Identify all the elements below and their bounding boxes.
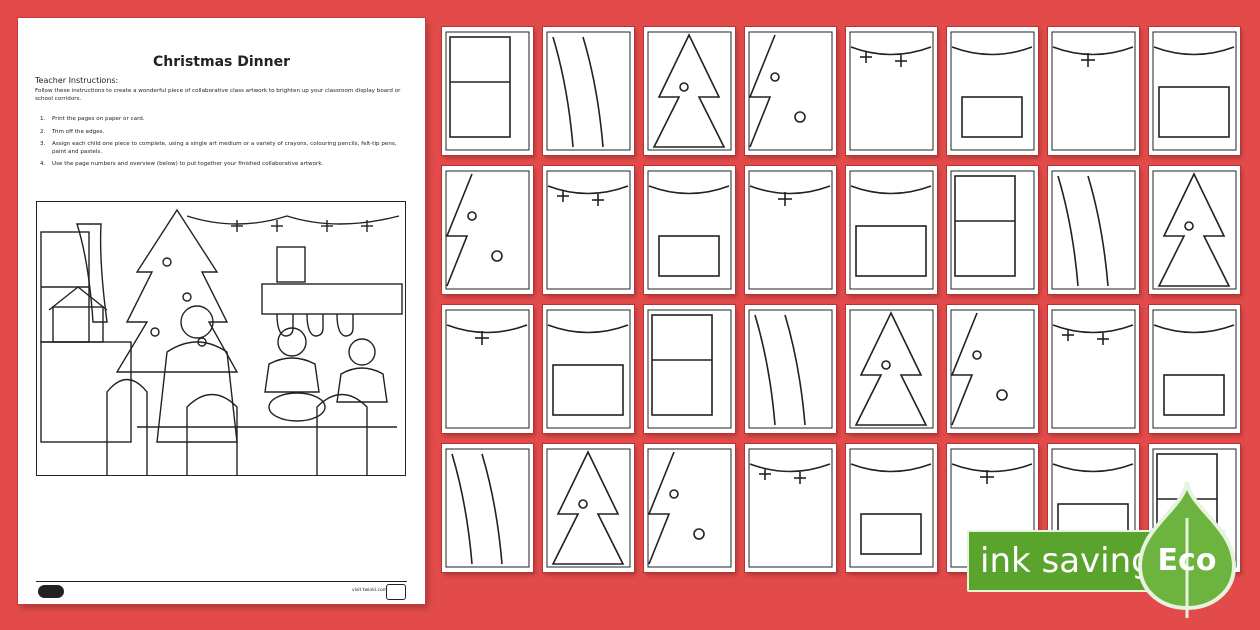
puzzle-tile (846, 166, 937, 294)
puzzle-tile (442, 444, 533, 572)
instruction-steps: 1.Print the pages on paper or card. 2.Tr… (40, 116, 400, 174)
eco-label: Eco (1157, 543, 1217, 578)
puzzle-tile (543, 305, 634, 433)
sheet-intro: Follow these instructions to create a wo… (35, 88, 401, 102)
puzzle-tile (543, 444, 634, 572)
ink-saving-label: ink saving (980, 541, 1153, 581)
puzzle-tile (442, 166, 533, 294)
sheet-title: Christmas Dinner (153, 54, 290, 70)
instruction-sheet: Christmas Dinner Teacher Instructions: F… (18, 18, 425, 604)
snowflake-icon (231, 220, 243, 232)
footer-url: visit twinkl.com (352, 588, 388, 593)
twinkl-logo (38, 585, 64, 598)
puzzle-tile (442, 305, 533, 433)
puzzle-tile (644, 305, 735, 433)
puzzle-tile (442, 27, 533, 155)
puzzle-tile (1149, 27, 1240, 155)
instruction-step: 4.Use the page numbers and overview (bel… (40, 161, 324, 167)
puzzle-tile (745, 166, 836, 294)
puzzle-tile (1149, 166, 1240, 294)
sheet-subtitle: Teacher Instructions: (35, 76, 119, 85)
puzzle-tile (1048, 166, 1139, 294)
instruction-step: 1.Print the pages on paper or card. (40, 116, 145, 122)
puzzle-tile (644, 444, 735, 572)
puzzle-tile (1149, 305, 1240, 433)
tile-grid (442, 27, 1246, 573)
footer-divider (36, 581, 407, 582)
instruction-step: 3.Assign each child one piece to complet… (40, 141, 397, 155)
puzzle-tile (1048, 27, 1139, 155)
instruction-step: 2.Trim off the edges. (40, 128, 105, 135)
puzzle-tile (644, 166, 735, 294)
puzzle-tile (543, 166, 634, 294)
puzzle-tile (745, 305, 836, 433)
overview-illustration (36, 201, 406, 476)
leaf-icon (1137, 481, 1237, 618)
puzzle-tile (745, 444, 836, 572)
puzzle-tile (1048, 305, 1139, 433)
puzzle-tile (947, 27, 1038, 155)
puzzle-tile (644, 27, 735, 155)
puzzle-tile (846, 305, 937, 433)
puzzle-tile (846, 444, 937, 572)
puzzle-tile (947, 166, 1038, 294)
puzzle-tile (947, 305, 1038, 433)
puzzle-tile (745, 27, 836, 155)
badge-logo (386, 584, 406, 600)
puzzle-tile (543, 27, 634, 155)
puzzle-tile (846, 27, 937, 155)
